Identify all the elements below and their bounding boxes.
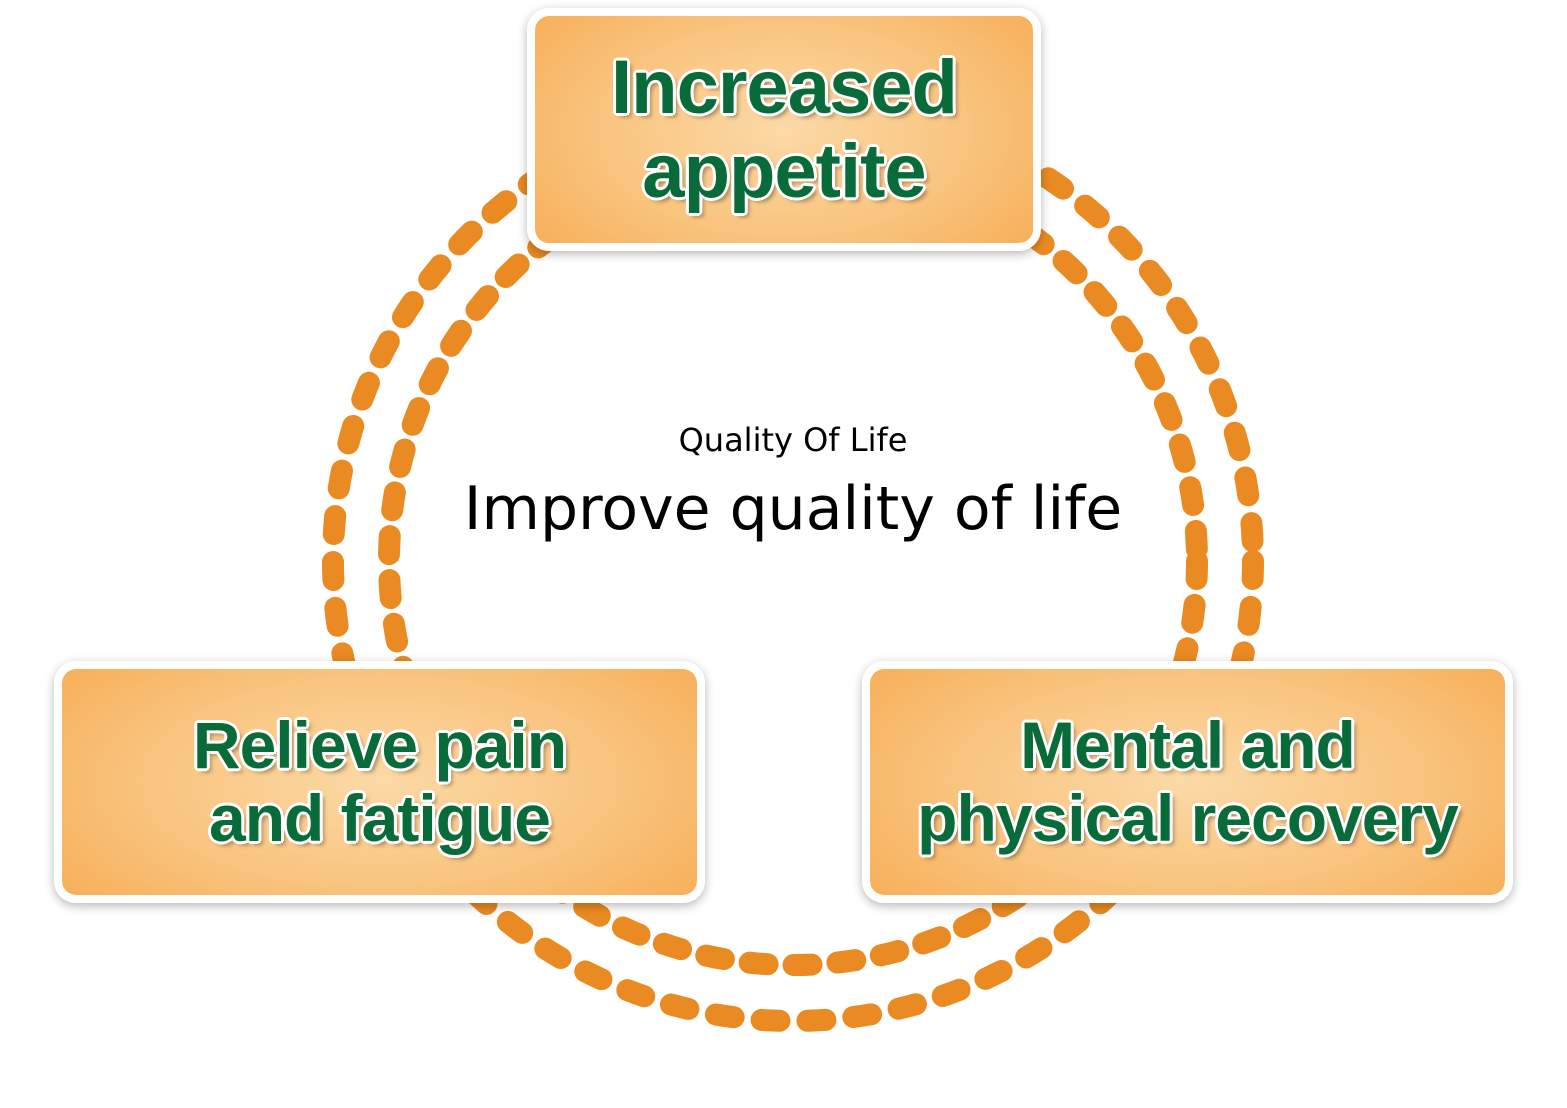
node-label-line-1: Increased — [611, 44, 958, 130]
node-label-line-1: Relieve pain — [192, 708, 567, 783]
center-subtitle: Quality Of Life — [678, 421, 908, 459]
node-relieve-pain-and-fatigue: Relieve pain and fatigue — [54, 661, 705, 903]
node-increased-appetite: Increased appetite — [527, 8, 1041, 251]
node-label-line-2: and fatigue — [208, 781, 551, 855]
node-label-line-1: Mental and — [1020, 708, 1356, 783]
node-mental-and-physical-recovery: Mental and physical recovery — [862, 661, 1513, 903]
node-background — [535, 16, 1033, 243]
center-title: Improve quality of life — [463, 474, 1123, 544]
node-background — [62, 669, 697, 895]
node-label: Increased appetite — [611, 44, 958, 214]
node-background — [870, 669, 1505, 895]
node-label: Relieve pain and fatigue — [192, 708, 567, 855]
node-label: Mental and physical recovery — [917, 708, 1459, 855]
node-label-line-2: appetite — [642, 128, 926, 214]
node-label-line-2: physical recovery — [917, 781, 1459, 855]
